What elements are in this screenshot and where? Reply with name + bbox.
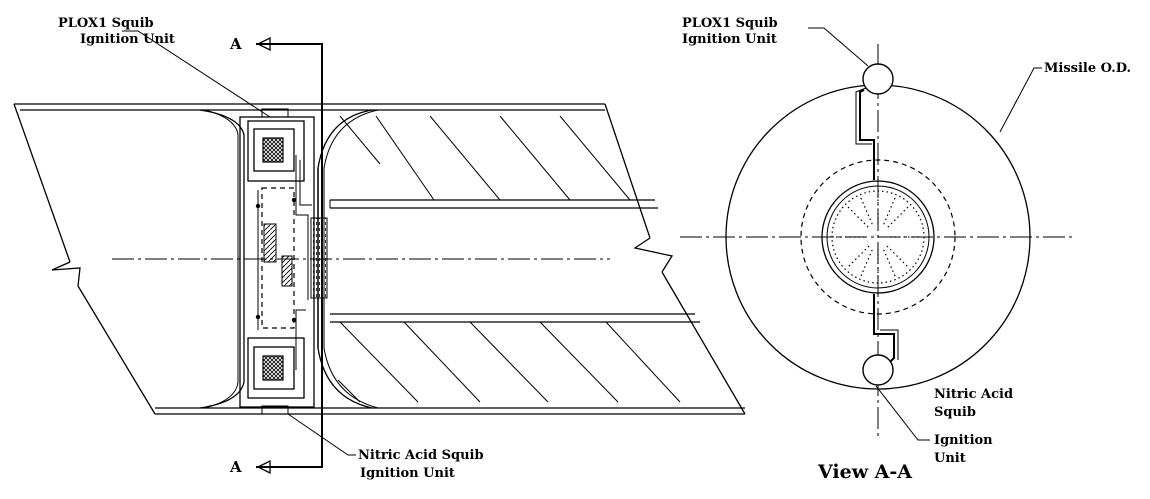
nitric-label-line1: Nitric Acid Squib xyxy=(358,448,484,463)
oxidizer-tank-upper xyxy=(329,115,658,209)
plox1-wire xyxy=(859,89,875,180)
plox1-squib-charge xyxy=(262,137,284,163)
nitric-wire xyxy=(873,294,895,363)
plox1-label-line1: PLOX1 Squib xyxy=(58,16,154,31)
oxidizer-tank-lower xyxy=(330,313,700,403)
nitric-squib-charge xyxy=(262,355,284,381)
section-nitric-label-line3: Ignition xyxy=(934,433,993,448)
missile-body-outline xyxy=(13,103,746,415)
section-nitric-label-line1: Nitric Acid xyxy=(934,387,1013,402)
section-plox1-label-line2: Ignition Unit xyxy=(682,32,777,47)
section-view: PLOX1 Squib Ignition Unit Missile O.D. N… xyxy=(680,16,1131,483)
nitric-leader-line xyxy=(287,413,356,456)
missile-od-label: Missile O.D. xyxy=(1044,61,1131,76)
plox1-label-line2: Ignition Unit xyxy=(80,32,175,47)
side-view: A A PLOX1 Squib Ignition Unit Nitric Aci… xyxy=(13,16,746,481)
plox1-squib-unit xyxy=(862,63,894,95)
section-nitric-label-line2: Squib xyxy=(934,405,976,420)
nitric-label-line2: Ignition Unit xyxy=(360,466,455,481)
section-marker-top: A xyxy=(229,35,242,53)
nitric-squib-unit xyxy=(862,354,894,386)
section-line-a-a xyxy=(256,36,323,475)
ignition-assembly xyxy=(239,108,328,415)
section-nitric-label-line4: Unit xyxy=(934,451,966,466)
left-tank-dome xyxy=(199,109,245,409)
section-plox1-leader xyxy=(808,27,869,67)
section-nitric-leader xyxy=(875,385,930,441)
plox1-leader-line xyxy=(122,30,271,118)
section-marker-bottom: A xyxy=(229,458,242,476)
section-plox1-label-line1: PLOX1 Squib xyxy=(682,16,778,31)
missile-od-leader xyxy=(999,67,1042,133)
view-title: View A-A xyxy=(817,461,912,483)
